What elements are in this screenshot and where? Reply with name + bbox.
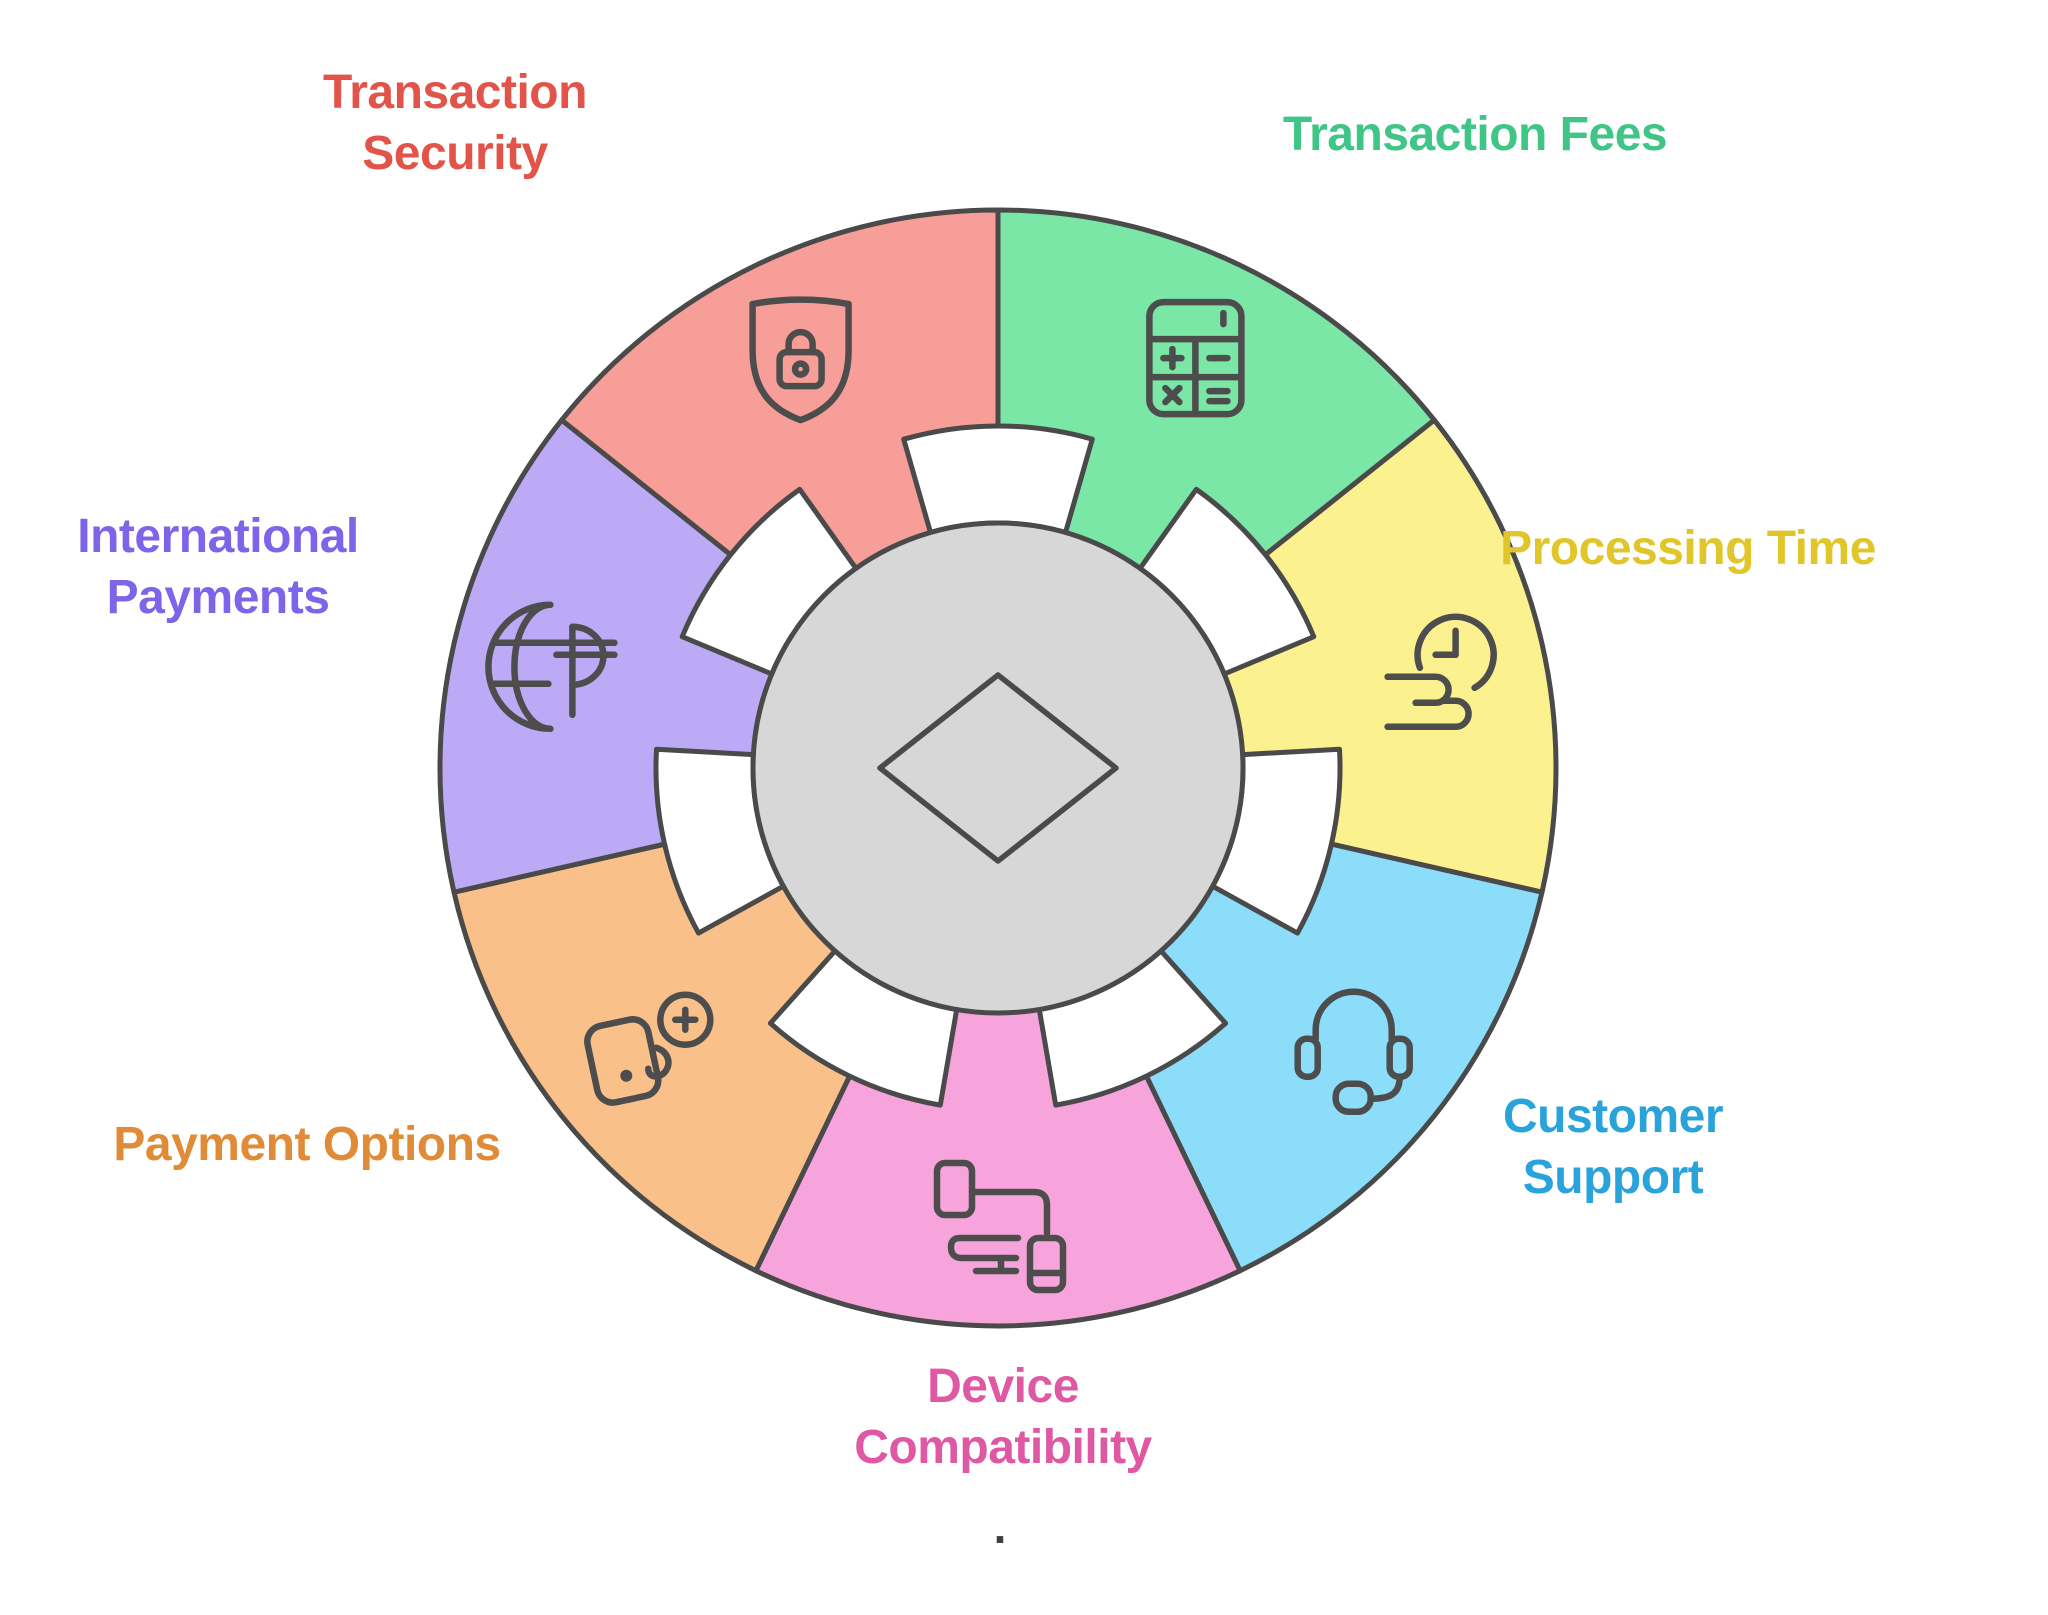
spoke-gap (901, 423, 1095, 535)
label-line: International (77, 510, 359, 563)
label-payment-options: Payment Options (57, 1114, 557, 1175)
label-line: Support (1522, 1151, 1704, 1204)
label-line: Transaction Fees (1282, 108, 1668, 161)
label-international-payments: International Payments (18, 506, 418, 628)
label-transaction-security: Transaction Security (255, 62, 655, 184)
label-line: Transaction (323, 66, 587, 119)
clock-fast-icon (1384, 613, 1497, 731)
segment-device-compatibility (753, 765, 1243, 1329)
label-processing-time: Processing Time (1438, 518, 1938, 579)
label-transaction-fees: Transaction Fees (1175, 104, 1775, 165)
label-line: Security (362, 127, 548, 180)
label-line: Customer (1502, 1090, 1724, 1143)
shield-lock-icon (749, 296, 852, 424)
label-device-compatibility: Device Compatibility (753, 1356, 1253, 1478)
globe-peso-icon (485, 601, 618, 733)
label-line: Compatibility (854, 1421, 1152, 1474)
footnote-dot: . (993, 1501, 1007, 1553)
devices-icon (933, 1159, 1067, 1294)
hub-circle (750, 520, 1246, 1016)
wallet-add-icon (584, 991, 714, 1106)
label-line: Device (927, 1360, 1079, 1413)
label-line: Payments (106, 571, 330, 624)
label-line: Processing Time (1500, 522, 1876, 575)
headset-icon (1294, 988, 1413, 1115)
label-customer-support: Customer Support (1413, 1086, 1813, 1208)
calculator-icon (1146, 298, 1245, 418)
diamond-icon (877, 672, 1119, 864)
label-line: Payment Options (113, 1118, 501, 1171)
